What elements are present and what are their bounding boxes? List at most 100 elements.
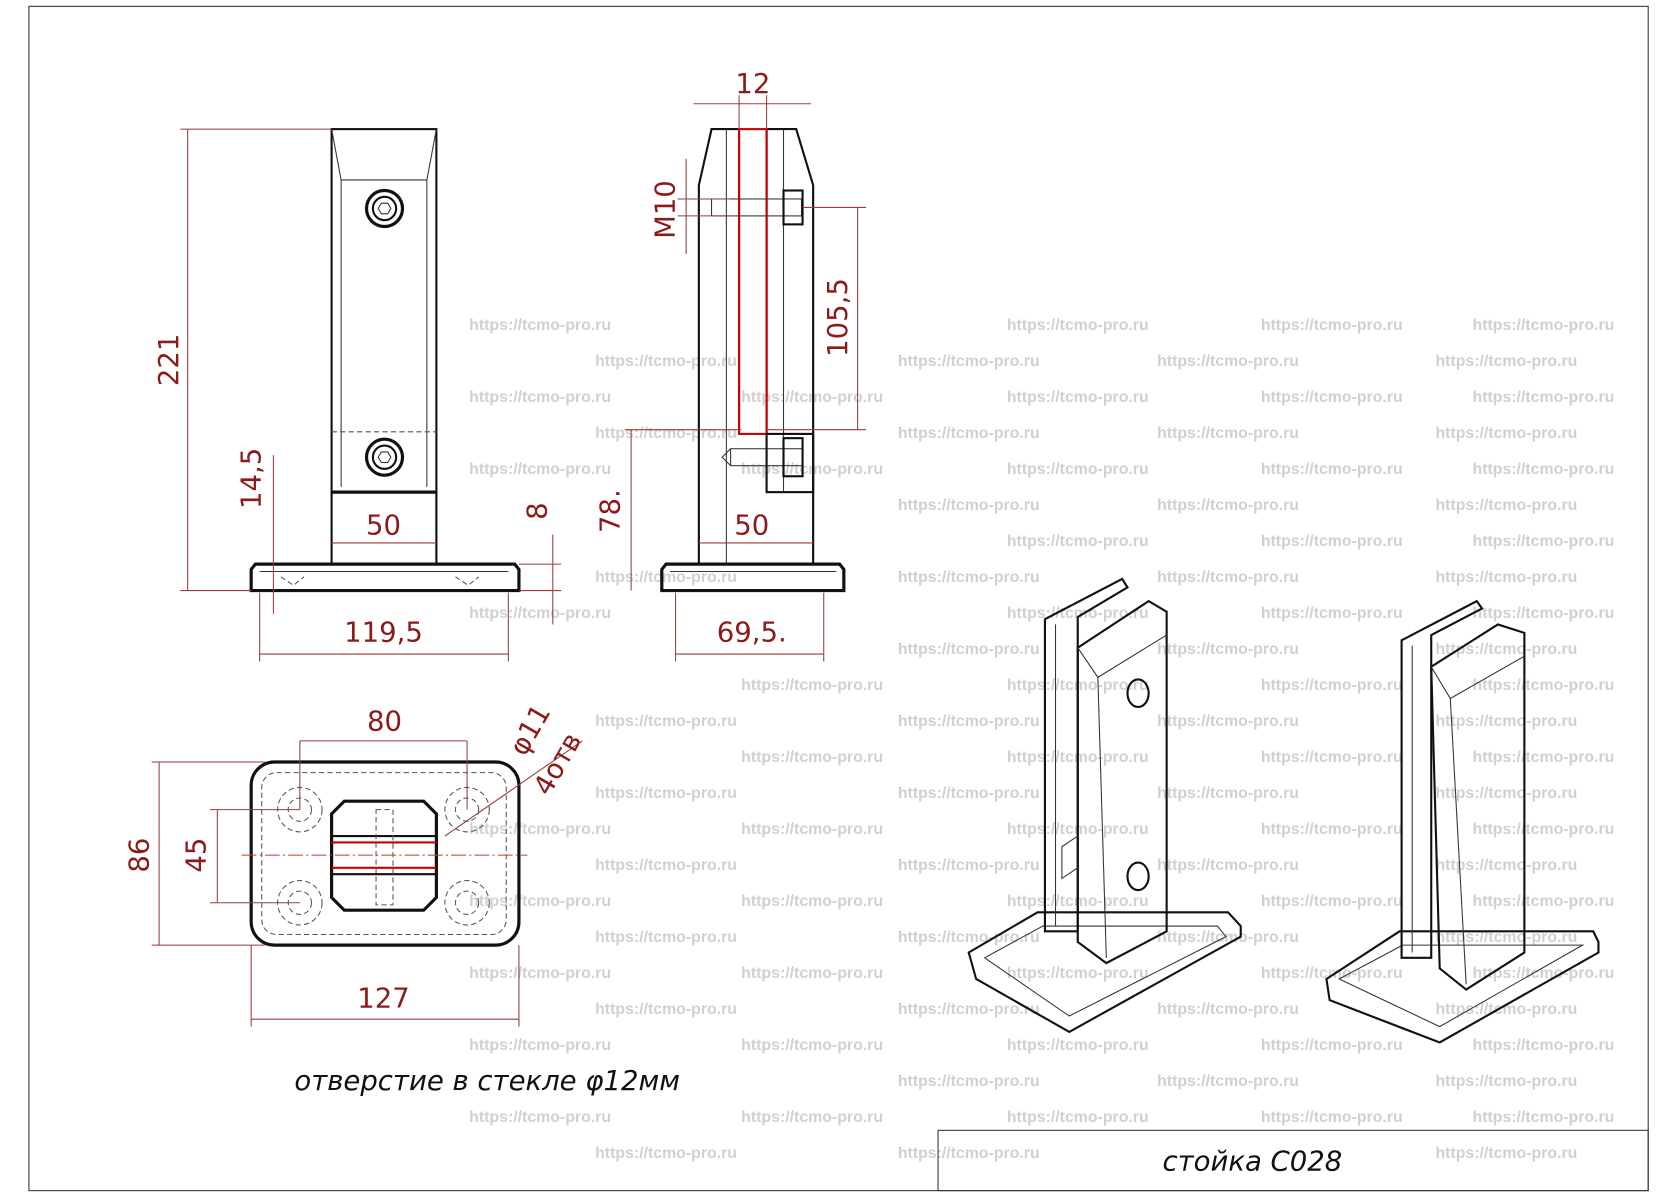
watermark-text: https://tcmo-pro.ru — [1473, 965, 1615, 982]
dim-post-depth-label: 50 — [734, 509, 769, 541]
sheet-border — [28, 5, 1649, 1192]
watermark-text: https://tcmo-pro.ru — [1157, 353, 1299, 370]
dim-top-base-width-label: 86 — [124, 838, 156, 873]
watermark-text: https://tcmo-pro.ru — [1157, 1001, 1299, 1018]
bolt-icon — [364, 437, 405, 477]
watermark-text: https://tcmo-pro.ru — [469, 965, 611, 982]
dim-height-label: 221 — [153, 334, 185, 387]
watermark-text: https://tcmo-pro.ru — [1473, 605, 1615, 622]
watermark-text: https://tcmo-pro.ru — [469, 821, 611, 838]
dim-bolt-spacing-label: 105,5 — [822, 278, 854, 357]
watermark-text: https://tcmo-pro.ru — [1473, 533, 1615, 550]
watermark-text: https://tcmo-pro.ru — [898, 1073, 1040, 1090]
watermark-text: https://tcmo-pro.ru — [1157, 785, 1299, 802]
dim-base-thickness-label: 8 — [521, 502, 553, 520]
base-plate — [660, 562, 846, 593]
bolt-icon — [364, 188, 405, 229]
bolt-icon — [1126, 861, 1150, 892]
watermark-text: https://tcmo-pro.ru — [1473, 317, 1615, 334]
watermark-text: https://tcmo-pro.ru — [1007, 1109, 1149, 1126]
watermark-text: https://tcmo-pro.ru — [898, 713, 1040, 730]
watermark-text: https://tcmo-pro.ru — [1007, 1037, 1149, 1054]
watermark-text: https://tcmo-pro.ru — [741, 677, 883, 694]
watermark-text: https://tcmo-pro.ru — [1261, 965, 1403, 982]
watermark-text: https://tcmo-pro.ru — [469, 389, 611, 406]
watermark-text: https://tcmo-pro.ru — [1157, 857, 1299, 874]
watermark-text: https://tcmo-pro.ru — [595, 857, 737, 874]
dim-base-width-label: 69,5. — [717, 616, 787, 648]
watermark-text: https://tcmo-pro.ru — [595, 929, 737, 946]
watermark-text: https://tcmo-pro.ru — [741, 821, 883, 838]
watermark-text: https://tcmo-pro.ru — [1261, 893, 1403, 910]
watermark-text: https://tcmo-pro.ru — [1157, 929, 1299, 946]
watermark-text: https://tcmo-pro.ru — [1435, 1073, 1577, 1090]
glass-hole-caption: отверстие в стекле φ12мм — [294, 1065, 680, 1097]
dim-hole-spacing-x-label: 80 — [367, 705, 402, 737]
watermark-text: https://tcmo-pro.ru — [898, 1001, 1040, 1018]
watermark-text: https://tcmo-pro.ru — [595, 785, 737, 802]
dim-base-length-label: 119,5 — [344, 616, 423, 648]
dim-lower-bolt-label: 78. — [594, 489, 626, 533]
dim-base-offset-label: 14,5 — [236, 448, 268, 509]
watermark-text: https://tcmo-pro.ru — [1261, 749, 1403, 766]
watermark-text: https://tcmo-pro.ru — [595, 1145, 737, 1162]
watermark-text: https://tcmo-pro.ru — [1157, 1073, 1299, 1090]
watermark-text: https://tcmo-pro.ru — [1435, 425, 1577, 442]
watermark-text: https://tcmo-pro.ru — [1007, 389, 1149, 406]
side-view: 12 M10 105,5 78. 50 69,5. — [594, 68, 867, 662]
watermark-text: https://tcmo-pro.ru — [898, 641, 1040, 658]
watermark-text: https://tcmo-pro.ru — [469, 605, 611, 622]
watermark-text: https://tcmo-pro.ru — [469, 893, 611, 910]
watermark-text: https://tcmo-pro.ru — [469, 461, 611, 478]
watermark-text: https://tcmo-pro.ru — [1261, 389, 1403, 406]
bolt-icon — [1126, 678, 1150, 709]
dim-hole-spacing-y-label: 45 — [181, 838, 213, 873]
watermark-text: https://tcmo-pro.ru — [898, 1145, 1040, 1162]
watermark-text: https://tcmo-pro.ru — [1473, 821, 1615, 838]
base-outline — [249, 760, 521, 947]
watermark-text: https://tcmo-pro.ru — [1157, 497, 1299, 514]
watermark-text: https://tcmo-pro.ru — [1435, 641, 1577, 658]
watermark-text: https://tcmo-pro.ru — [1473, 1109, 1615, 1126]
mounting-hole-icon — [444, 880, 490, 926]
watermark-text: https://tcmo-pro.ru — [1435, 569, 1577, 586]
dim-top-base-length-label: 127 — [357, 983, 410, 1015]
watermark-text: https://tcmo-pro.ru — [1435, 1145, 1577, 1162]
watermark-text: https://tcmo-pro.ru — [1435, 857, 1577, 874]
watermark-text: https://tcmo-pro.ru — [741, 749, 883, 766]
watermark-text: https://tcmo-pro.ru — [1007, 317, 1149, 334]
watermark-text: https://tcmo-pro.ru — [1473, 893, 1615, 910]
isometric-view-front — [967, 577, 1242, 1034]
watermark-text: https://tcmo-pro.ru — [595, 353, 737, 370]
watermark-text: https://tcmo-pro.ru — [595, 713, 737, 730]
watermark-text: https://tcmo-pro.ru — [1473, 461, 1615, 478]
drawing-title: стойка С028 — [1163, 1146, 1343, 1178]
watermark-text: https://tcmo-pro.ru — [1007, 461, 1149, 478]
dim-slot-label: 12 — [735, 68, 770, 100]
watermark-text: https://tcmo-pro.ru — [898, 425, 1040, 442]
glass-panel — [738, 128, 768, 435]
watermark-text: https://tcmo-pro.ru — [1435, 785, 1577, 802]
watermark-text: https://tcmo-pro.ru — [1261, 461, 1403, 478]
watermark-text: https://tcmo-pro.ru — [1157, 425, 1299, 442]
watermark-text: https://tcmo-pro.ru — [1435, 713, 1577, 730]
isometric-view-rear — [1325, 599, 1600, 1044]
watermark-text: https://tcmo-pro.ru — [1261, 317, 1403, 334]
watermark-text: https://tcmo-pro.ru — [898, 785, 1040, 802]
watermark-text: https://tcmo-pro.ru — [1261, 533, 1403, 550]
bolt-icon — [711, 189, 804, 226]
watermark-text: https://tcmo-pro.ru — [1261, 677, 1403, 694]
watermark-text: https://tcmo-pro.ru — [898, 353, 1040, 370]
watermark-text: https://tcmo-pro.ru — [1473, 1037, 1615, 1054]
watermark-text: https://tcmo-pro.ru — [741, 965, 883, 982]
watermark-text: https://tcmo-pro.ru — [1435, 497, 1577, 514]
watermark-text: https://tcmo-pro.ru — [1261, 605, 1403, 622]
watermark-text: https://tcmo-pro.ru — [1157, 569, 1299, 586]
watermark-text: https://tcmo-pro.ru — [1261, 1037, 1403, 1054]
watermark-text: https://tcmo-pro.ru — [1473, 389, 1615, 406]
watermark-text: https://tcmo-pro.ru — [1435, 353, 1577, 370]
watermark-text: https://tcmo-pro.ru — [741, 1037, 883, 1054]
front-view: 221 14,5 50 8 119,5 — [153, 128, 562, 662]
watermark-text: https://tcmo-pro.ru — [898, 497, 1040, 514]
